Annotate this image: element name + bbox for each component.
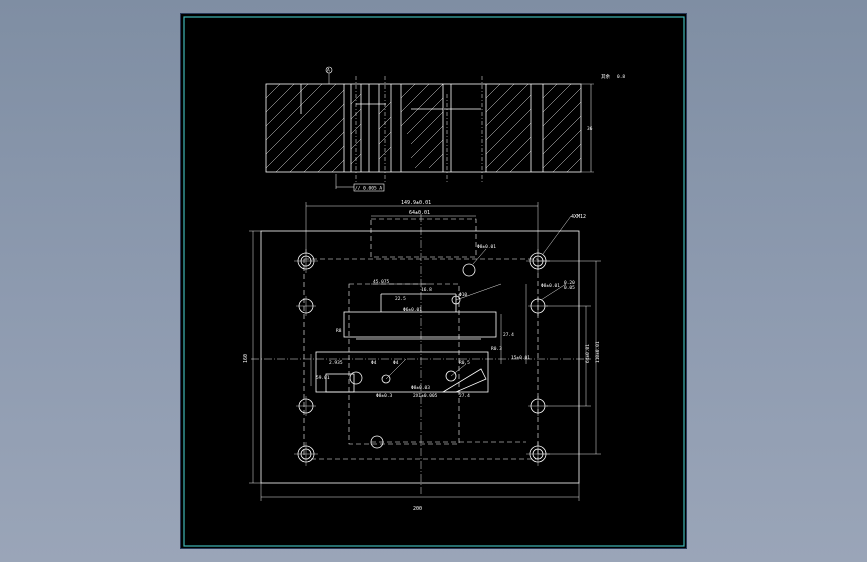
dim-m2: Φ4	[393, 360, 399, 366]
dim-r-left: R8	[336, 328, 342, 334]
dim-16: 16.8	[421, 287, 432, 293]
corner-holes	[297, 252, 547, 463]
plate-outline	[260, 230, 580, 484]
dim-bot1: Φ8±0.03	[411, 385, 430, 391]
drawing-frame	[183, 16, 685, 547]
dim-r-mid: R0.5	[459, 360, 470, 366]
dim-r-right: R0.3	[491, 346, 502, 352]
dim-slot-r: Φ10	[459, 292, 467, 298]
dim-small1: 27.4	[459, 393, 470, 399]
tolerance-text: // 0.005 A	[355, 186, 382, 192]
dim-left-height: 160	[243, 354, 249, 363]
corner-roughness-note: 其余	[601, 73, 610, 80]
dim-59: 59.01	[316, 375, 330, 381]
corner-roughness-value: 0.8	[617, 74, 625, 80]
right-dim-bore: Φ8±0.01	[541, 283, 560, 289]
dim-bot3: Φ8±0.3	[376, 393, 393, 399]
right-dim-110: 110±0.01	[595, 341, 601, 363]
dim-m1: Φ4	[371, 360, 377, 366]
dim-bore-top: Φ8±0.01	[477, 244, 496, 250]
datum-label: A	[327, 68, 330, 74]
holes-note: 4XM12	[571, 214, 586, 220]
side-thickness-dim: 36	[587, 126, 593, 132]
dim-slot-top: Φ6±0.01	[403, 307, 422, 313]
dim-small2: 27.4	[503, 332, 514, 338]
dim-225: 22.5	[395, 296, 406, 302]
dim-2935: 2.935	[329, 360, 343, 366]
dim-bot2: 2X1±0.005	[413, 393, 438, 399]
dim-45: 45.075	[373, 279, 390, 285]
dim-top-width: 149.9±0.01	[401, 200, 431, 206]
right-dim-sup2: 0.05	[564, 285, 575, 291]
section-outline	[265, 83, 582, 173]
right-dim-sup: 0.20	[564, 280, 575, 286]
tolerance-frame	[353, 183, 385, 192]
section-view	[265, 66, 594, 192]
dim-small3: 15±0.01	[511, 355, 530, 361]
right-dim-64: 64±0.01	[585, 344, 591, 363]
dim-inner-width: 64±0.01	[409, 210, 430, 216]
dim-bottom-width: 200	[413, 506, 422, 512]
cad-drawing-viewport[interactable]: // 0.005 A A 36 其余 0.8	[180, 13, 687, 549]
plan-view	[249, 202, 601, 501]
cad-drawing: // 0.005 A A 36 其余 0.8	[183, 16, 685, 547]
